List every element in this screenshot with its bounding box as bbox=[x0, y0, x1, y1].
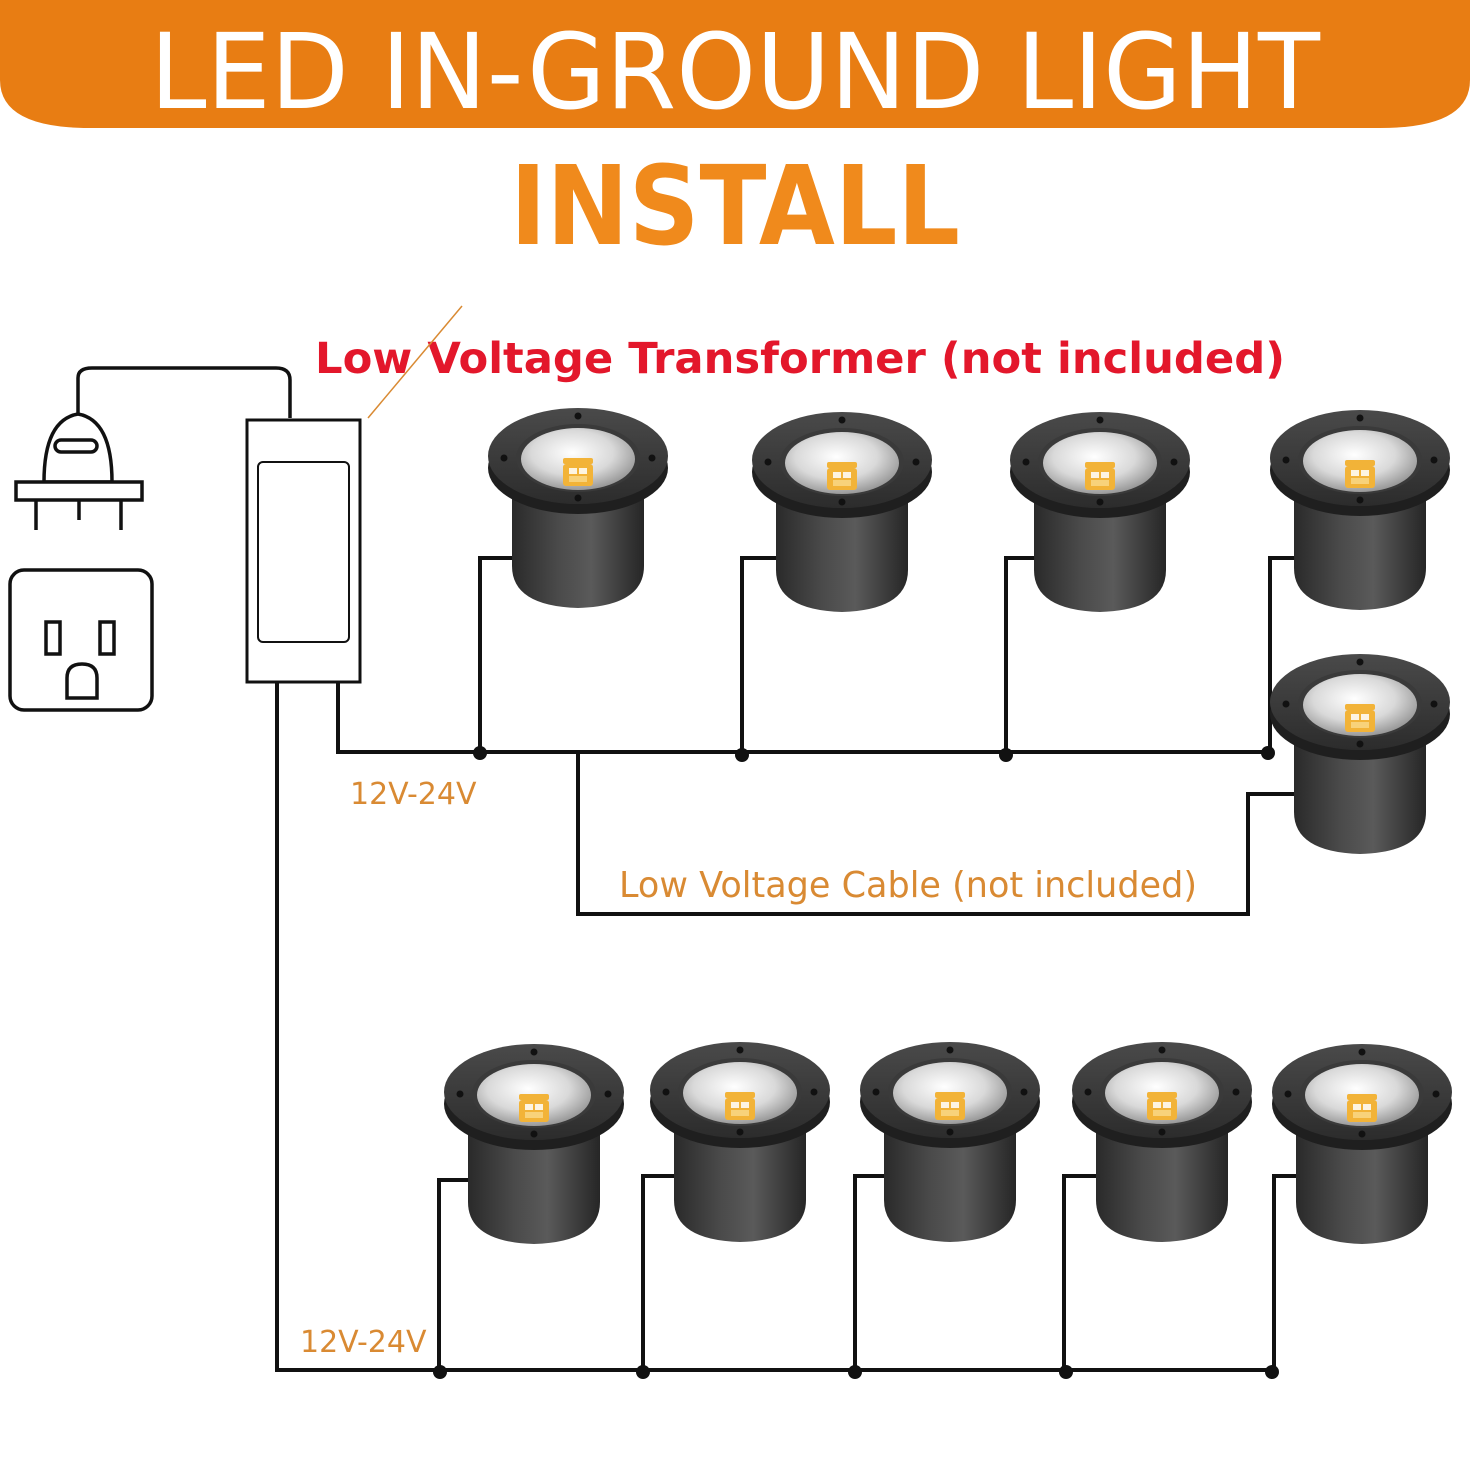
transformer-label: Low Voltage Transformer (not included) bbox=[315, 334, 1285, 384]
in-ground-light-icon bbox=[1268, 408, 1452, 612]
banner-background bbox=[0, 0, 1470, 128]
install-heading: INSTALL bbox=[510, 142, 960, 270]
in-ground-light-icon bbox=[1270, 1042, 1454, 1246]
cable-label: Low Voltage Cable (not included) bbox=[619, 865, 1197, 906]
voltage-label-top: 12V-24V bbox=[350, 777, 477, 812]
in-ground-light-icon bbox=[442, 1042, 626, 1246]
transformer-pointer-line bbox=[367, 305, 463, 419]
in-ground-light-icon bbox=[1070, 1040, 1254, 1244]
in-ground-light-icon bbox=[1268, 652, 1452, 856]
wall-outlet-icon bbox=[8, 568, 154, 712]
in-ground-light-icon bbox=[648, 1040, 832, 1244]
in-ground-light-icon bbox=[486, 406, 670, 610]
transformer-box-icon bbox=[245, 418, 362, 684]
in-ground-light-icon bbox=[858, 1040, 1042, 1244]
low-voltage-wiring bbox=[275, 556, 1300, 1372]
title-banner: LED IN-GROUND LIGHT bbox=[0, 0, 1470, 133]
voltage-label-bottom: 12V-24V bbox=[300, 1325, 427, 1360]
in-ground-light-icon bbox=[750, 410, 934, 614]
wire-junctions bbox=[433, 746, 1279, 1379]
power-plug-icon bbox=[14, 366, 292, 530]
in-ground-light-icon bbox=[1008, 410, 1192, 614]
banner-title: LED IN-GROUND LIGHT bbox=[150, 11, 1320, 133]
